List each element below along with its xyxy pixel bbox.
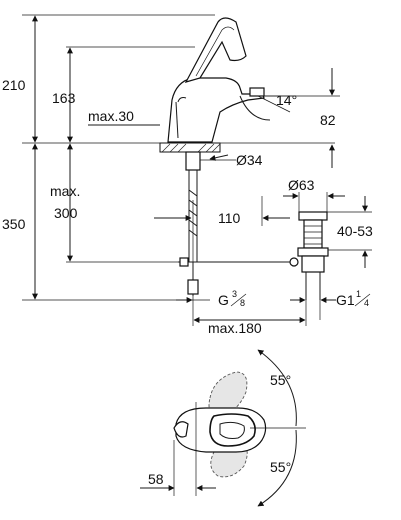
g38-num: 3 <box>232 289 237 299</box>
dim-300-text: 300 <box>54 205 78 221</box>
hose-braid <box>188 189 198 237</box>
g38-slash <box>230 293 247 307</box>
angle-valve <box>187 279 199 295</box>
angle-arc <box>239 95 271 121</box>
angle-55-lower: 55° <box>270 459 291 475</box>
dim-210-text: 210 <box>2 77 26 93</box>
dim-34-arrow <box>209 154 229 161</box>
dim-163-text: 163 <box>52 90 76 106</box>
g114-base: G1 <box>336 292 355 308</box>
shank-nut <box>185 151 201 171</box>
faucet-body <box>167 77 265 143</box>
faucet-plan-view: 55° 55° 58 <box>140 349 306 507</box>
plan-lever-loop <box>209 413 256 447</box>
g38-base: G <box>218 292 229 308</box>
dim-82-text: 82 <box>320 112 336 128</box>
deck <box>159 142 221 153</box>
angle-line <box>257 95 291 113</box>
dim-180-text: max.180 <box>208 320 262 336</box>
drain-tee <box>301 255 325 273</box>
g114-num: 1 <box>356 289 361 299</box>
faucet-side-view: 210 163 max.30 14° 82 <box>2 14 373 336</box>
g114-den: 4 <box>364 298 369 308</box>
angle-55-upper: 55° <box>270 372 291 388</box>
aerator <box>249 87 265 97</box>
dim-14-text: 14° <box>276 92 297 108</box>
linkage-clamp <box>179 257 189 267</box>
deck-hatch <box>161 143 221 153</box>
dim-34-text: Ø34 <box>236 152 263 168</box>
plan-rod-knob <box>173 421 189 438</box>
faucet-lever <box>184 17 247 83</box>
popup-knob <box>177 97 187 103</box>
g38-den: 8 <box>240 298 245 308</box>
lever-detail <box>195 26 235 77</box>
popup-rod-top <box>175 101 179 139</box>
g114-slash <box>354 293 371 307</box>
dim-350-text: 350 <box>2 216 26 232</box>
plan-body <box>175 407 267 453</box>
arc-55-upper <box>257 349 297 427</box>
arc-55-lower <box>257 429 297 507</box>
dim-58-text: 58 <box>148 471 164 487</box>
dim-63-text: Ø63 <box>288 177 315 193</box>
linkage-pivot <box>289 257 299 267</box>
plan-lever-inner <box>219 421 245 439</box>
dim-max30-text: max.30 <box>88 108 134 124</box>
drain-nut <box>297 247 329 257</box>
dim-110-text: 110 <box>218 210 241 226</box>
drain-thread <box>304 225 322 245</box>
drain-flange <box>298 211 328 221</box>
dim-max-text: max. <box>50 183 80 199</box>
dim-4053-text: 40-53 <box>337 223 373 239</box>
